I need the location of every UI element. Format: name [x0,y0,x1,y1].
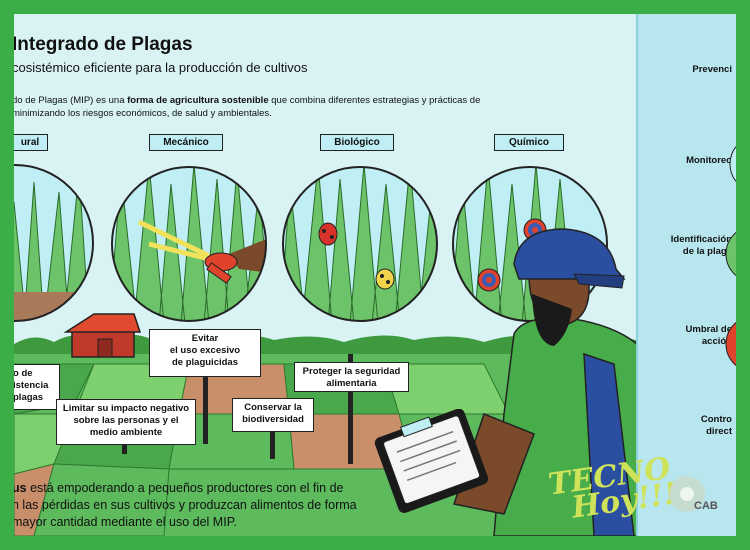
farmer-illustration [453,228,654,536]
bottom-line-2: n las pérdidas en sus cultivos y produzc… [14,498,357,512]
method-label-quimico: Químico [494,134,564,151]
intro-text-1: do de Plagas (MIP) es una [14,95,128,106]
brand-logo-text: CAB [694,500,718,512]
intro-paragraph: do de Plagas (MIP) es una forma de agric… [14,94,512,120]
sign-resistencia: o de istencia plagas [14,364,60,410]
sidebar-circle-edge [725,321,736,367]
page-subtitle: cosistémico eficiente para la producción… [14,60,308,75]
step-control: Contro direct [700,414,732,437]
intro-text-2: que combina diferentes estrategias y prá… [268,95,481,106]
sign-evitar-plaguicidas: Evitar el uso excesivo de plaguicidas [149,329,261,377]
infographic-frame: Integrado de Plagas cosistémico eficient… [14,14,736,536]
gear-icon [669,476,705,512]
sidebar-circle-edge [729,145,736,183]
method-label-biologico: Biológico [320,134,394,151]
mecanico-circle [111,166,267,322]
step-identificacion: Identificación de la plaga [670,234,732,257]
bottom-line-1: está empoderando a pequeños productores … [26,481,344,495]
sign-biodiversidad: Conservar la biodiversidad [232,398,314,432]
step-prevencion: Prevenci [692,64,732,75]
step-monitoreo: Monitoreo [686,155,732,166]
page-title: Integrado de Plagas [14,34,193,55]
clipboard-illustration [374,409,489,513]
method-label-mecanico: Mecánico [149,134,223,151]
intro-text-3: minimizando los riesgos económicos, de s… [14,108,272,119]
cultural-circle [14,164,94,322]
bottom-paragraph: us está empoderando a pequeños productor… [14,480,412,531]
biologico-circle [282,166,438,322]
sign-seguridad-alimentaria: Proteger la seguridad alimentaria [294,362,409,392]
ipm-steps-sidebar: Prevenci Monitoreo Identificación de la … [636,14,736,536]
method-label-cultural: ural [14,134,48,151]
sidebar-circle-edge [725,231,736,277]
target-icon [477,268,501,292]
bottom-line-3: mayor cantidad mediante el uso del MIP. [14,515,237,529]
sign-impacto-negativo: Limitar su impacto negativo sobre las pe… [56,399,196,445]
intro-bold: forma de agricultura sostenible [127,95,269,106]
bottom-bold: us [14,481,27,495]
step-umbral: Umbral de acción [685,324,732,347]
